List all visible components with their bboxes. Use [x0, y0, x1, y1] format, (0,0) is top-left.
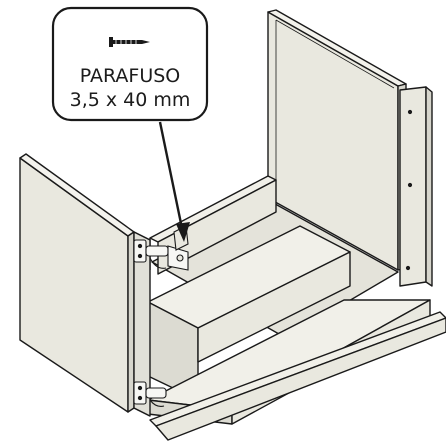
- hinge-lower: [133, 381, 167, 407]
- middle-shelf: [147, 225, 351, 401]
- part-name-label: PARAFUSO: [80, 65, 181, 87]
- callout-box: [51, 6, 209, 122]
- left-door-panel: [19, 153, 151, 417]
- part-size-label: 3,5 x 40 mm: [70, 89, 191, 111]
- right-side-panel: [399, 86, 433, 287]
- callout-arrow: [158, 121, 190, 242]
- front-plinth: [149, 311, 446, 441]
- screw-icon: [109, 37, 150, 47]
- hinge-upper: [133, 239, 189, 271]
